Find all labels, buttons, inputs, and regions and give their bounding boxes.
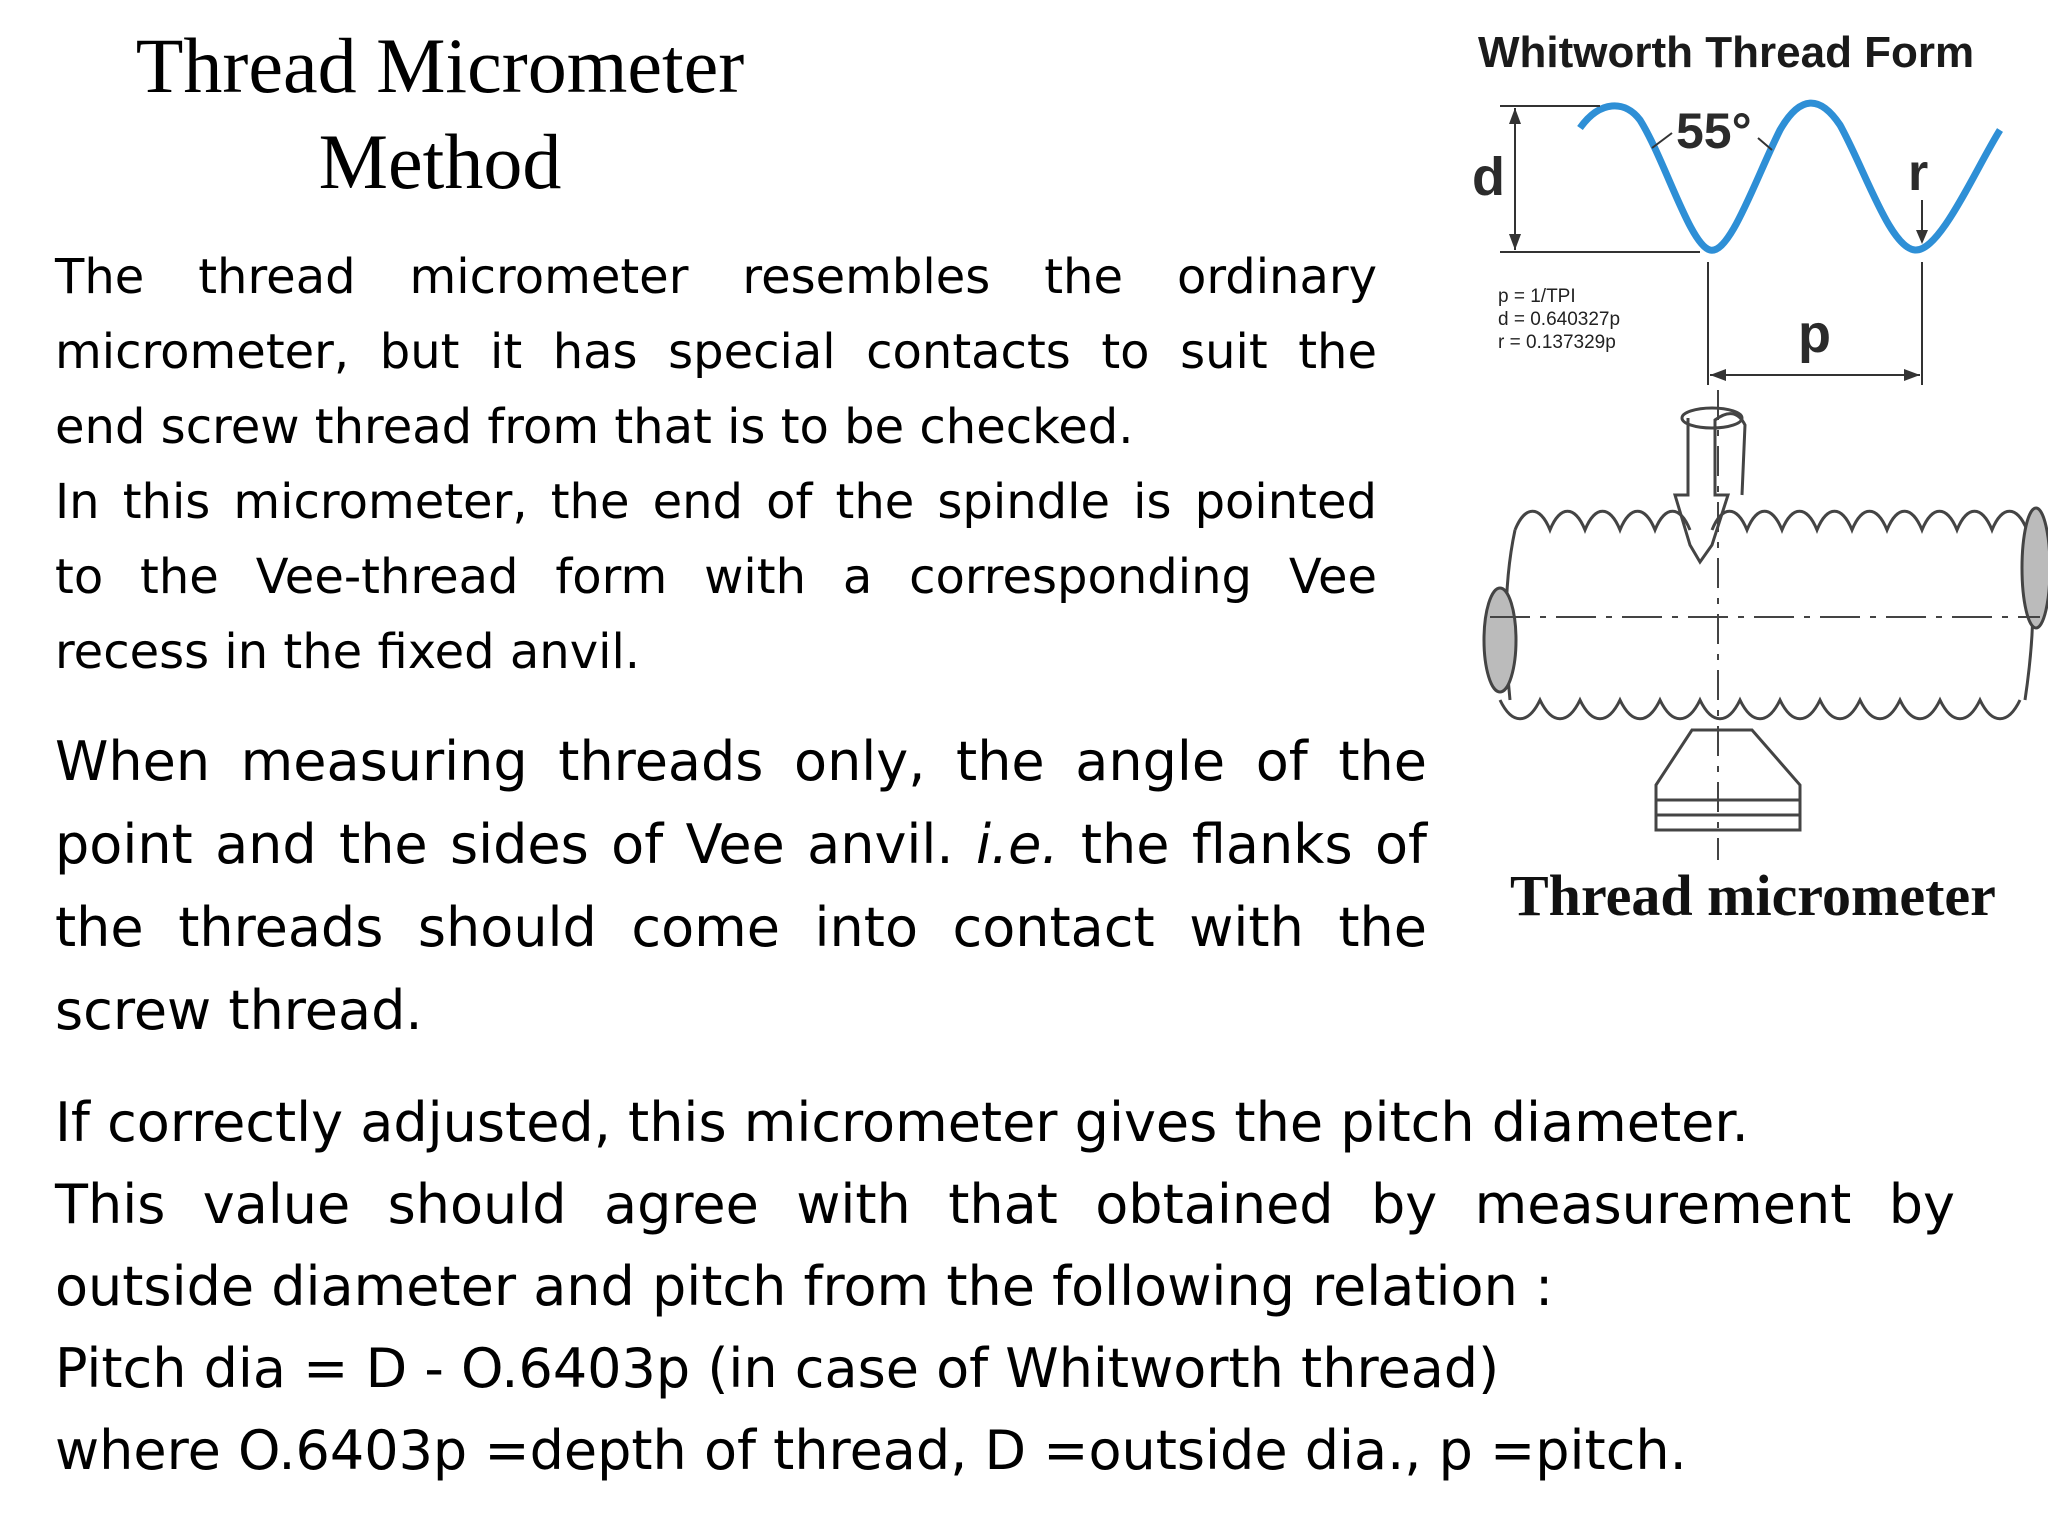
angle-label: 55°	[1676, 103, 1752, 159]
text-line: outside diameter and pitch from the foll…	[55, 1255, 1554, 1318]
paragraph-pitch-diameter: If correctly adjusted, this micrometer g…	[55, 1082, 1955, 1492]
text-line: end screw thread from that is to be chec…	[55, 399, 1134, 455]
page-title: Thread Micrometer Method	[90, 18, 790, 210]
angle-pointer-left	[1651, 132, 1673, 149]
depth-label: d	[1472, 147, 1505, 207]
figure-caption: Thread micrometer	[1510, 863, 1996, 928]
angle-pointer-right	[1757, 137, 1773, 151]
text-line: the threads should come into contact wit…	[55, 896, 1427, 959]
arrowhead	[1509, 108, 1521, 124]
lower-thread-crests	[1498, 696, 2022, 721]
italic-ie: i.e.	[975, 813, 1059, 876]
spindle-top	[1680, 406, 1744, 430]
text-segment: the flanks of	[1058, 813, 1427, 876]
text-line: If correctly adjusted, this micrometer g…	[55, 1091, 1749, 1154]
text-segment: point and the sides of Vee anvil.	[55, 813, 976, 876]
title-line-2: Method	[318, 118, 562, 205]
text-line: to the Vee-thread form with a correspond…	[55, 549, 1377, 605]
left-section-end	[1482, 586, 1518, 694]
radius-label: r	[1908, 144, 1928, 202]
text-line: The thread micrometer resembles the ordi…	[55, 249, 1377, 305]
arrowhead	[1904, 369, 1920, 381]
arrowhead	[1710, 369, 1726, 381]
text-line: micrometer, but it has special contacts …	[55, 324, 1377, 380]
paragraph-thread-micrometer-description: The thread micrometer resembles the ordi…	[55, 240, 1377, 690]
text-line: When measuring threads only, the angle o…	[55, 730, 1427, 793]
spindle	[1672, 412, 1747, 565]
anvil	[1654, 728, 1802, 832]
title-line-1: Thread Micrometer	[135, 22, 745, 109]
thread-profile-curve	[1577, 99, 2003, 254]
text-line: recess in the fixed anvil.	[55, 624, 641, 680]
text-line: where O.6403p =depth of thread, D =outsi…	[55, 1419, 1687, 1482]
arrowhead	[1509, 234, 1521, 250]
pitch-label: p	[1798, 304, 1831, 364]
right-section-end	[2020, 506, 2048, 630]
formula-pitch: p = 1/TPI	[1498, 286, 1576, 307]
text-line: Pitch dia = D - O.6403p (in case of Whit…	[55, 1337, 1500, 1400]
thread-micrometer-drawing	[1482, 390, 2048, 860]
formula-radius: r = 0.137329p	[1498, 332, 1616, 353]
arrowhead	[1916, 230, 1928, 244]
upper-thread-crests	[1513, 509, 2029, 535]
text-line: This value should agree with that obtain…	[55, 1173, 1955, 1236]
text-line: point and the sides of Vee anvil. i.e. t…	[55, 803, 1427, 886]
text-line: screw thread.	[55, 979, 423, 1042]
paragraph-measuring-threads: When measuring threads only, the angle o…	[55, 720, 1427, 1052]
text-line: In this micrometer, the end of the spind…	[55, 474, 1377, 530]
figure-title: Whitworth Thread Form	[1478, 28, 1975, 77]
formula-depth: d = 0.640327p	[1498, 309, 1620, 330]
